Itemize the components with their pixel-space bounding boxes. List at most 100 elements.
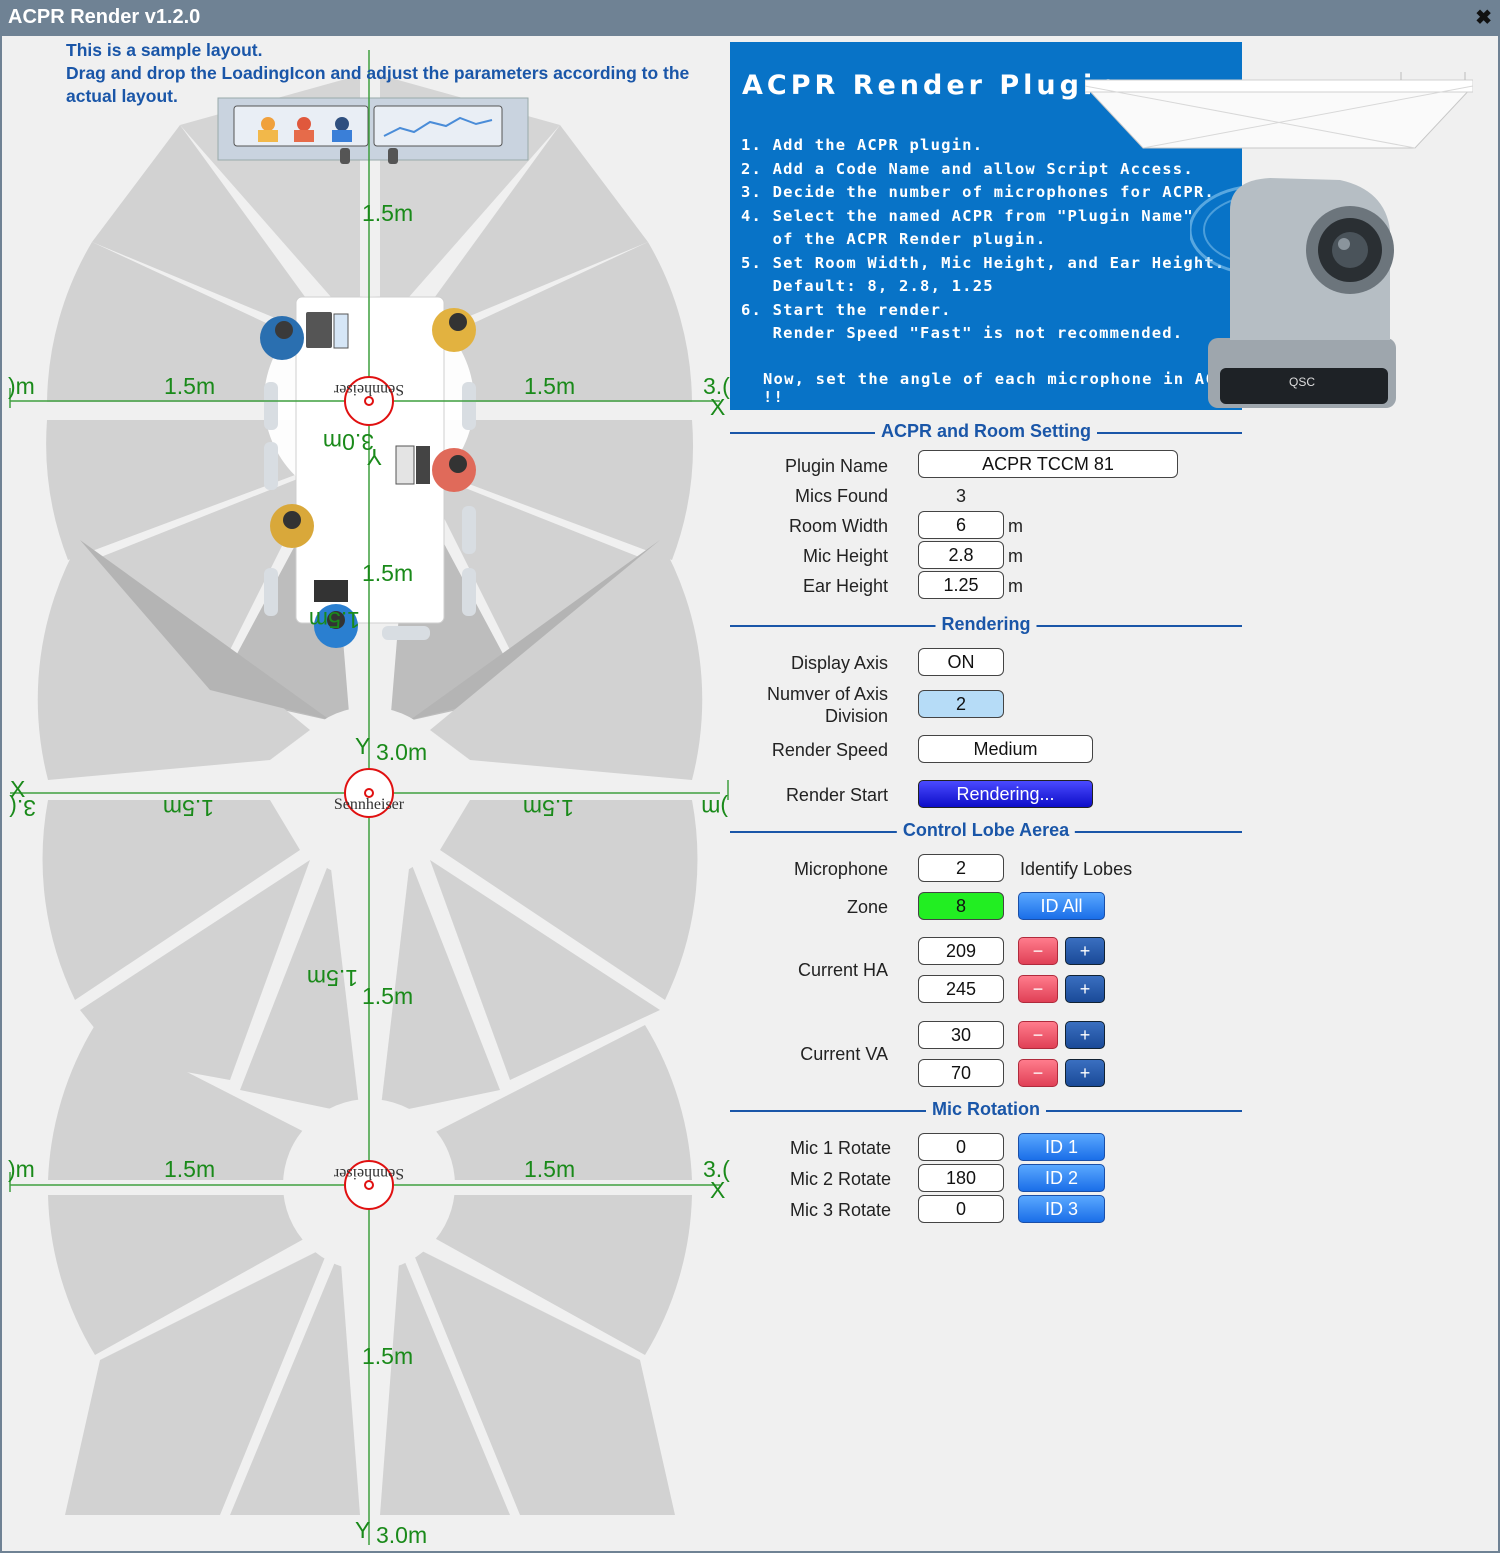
camera-brand: QSC <box>1289 375 1315 389</box>
banner-final-note: Now, set the angle of each microphone in… <box>763 370 1237 406</box>
ha-2-increment-button[interactable]: + <box>1065 975 1105 1003</box>
conference-table <box>260 296 476 648</box>
va-1-increment-button[interactable]: + <box>1065 1021 1105 1049</box>
id-2-button[interactable]: ID 2 <box>1018 1164 1105 1192</box>
axis-division-label: Numver of Axis Division <box>730 683 888 727</box>
ear-height-label: Ear Height <box>802 576 888 596</box>
va-field-1[interactable]: 30 <box>918 1021 1004 1049</box>
close-icon[interactable]: ✖ <box>1475 7 1492 29</box>
section-rendering-title: Rendering <box>935 614 1037 635</box>
axis-division-field[interactable]: 2 <box>918 690 1004 718</box>
axis-label: 3.0m <box>376 1522 427 1548</box>
axis-division-label-line-1: Numver of Axis <box>766 684 888 704</box>
section-rendering: Rendering <box>730 614 1242 638</box>
axis-y-label: Y <box>355 733 370 759</box>
mic-height-field[interactable]: 2.8 <box>918 541 1004 569</box>
axis-label: 1.5m <box>524 373 575 399</box>
section-room-setting: ACPR and Room Setting <box>730 421 1242 445</box>
section-control-lobe: Control Lobe Aerea <box>730 820 1242 844</box>
axis-label: 1.5m <box>164 1156 215 1182</box>
mic-1[interactable]: Sennheiser <box>333 376 404 426</box>
layout-note: This is a sample layout. Drag and drop t… <box>66 39 706 108</box>
plugin-name-label: Plugin Name <box>784 456 888 476</box>
axis-label: 1.5m <box>163 795 214 821</box>
zone-field[interactable]: 8 <box>918 892 1004 920</box>
axis-label: 1.5m <box>164 373 215 399</box>
axis-label: 1.5m <box>362 983 413 1009</box>
render-speed-select[interactable]: Medium <box>918 735 1093 763</box>
plugin-name-field[interactable]: ACPR TCCM 81 <box>918 450 1178 478</box>
section-room-setting-title: ACPR and Room Setting <box>875 421 1097 442</box>
ha-1-increment-button[interactable]: + <box>1065 937 1105 965</box>
display-axis-toggle[interactable]: ON <box>918 648 1004 676</box>
mic-3[interactable]: Sennheiser <box>333 1160 404 1210</box>
axis-label: 1.5m <box>362 1343 413 1369</box>
axis-y-label: Y <box>367 444 382 470</box>
display-screen <box>217 97 529 164</box>
mic-3-rotate-label: Mic 3 Rotate <box>789 1200 891 1220</box>
axis-label: 1.5m <box>309 607 360 633</box>
mic-2[interactable]: Sennheiser <box>334 768 405 818</box>
mic-height-unit: m <box>1008 546 1023 566</box>
render-start-label: Render Start <box>785 785 888 805</box>
note-line-2: Drag and drop the LoadingIcon and adjust… <box>66 63 690 106</box>
banner-title: ACPR Render Plugin <box>742 70 1120 101</box>
section-mic-rotation: Mic Rotation <box>730 1099 1242 1123</box>
room-width-unit: m <box>1008 516 1023 536</box>
va-field-2[interactable]: 70 <box>918 1059 1004 1087</box>
mic-2-brand: Sennheiser <box>334 796 405 813</box>
zone-label: Zone <box>846 897 888 917</box>
render-start-button[interactable]: Rendering... <box>918 780 1093 808</box>
room-width-field[interactable]: 6 <box>918 511 1004 539</box>
ear-height-field[interactable]: 1.25 <box>918 571 1004 599</box>
axis-division-label-line-2: Division <box>824 706 888 726</box>
mic-2-rotate-label: Mic 2 Rotate <box>789 1169 891 1189</box>
axis-label: 1.5m <box>524 1156 575 1182</box>
mic-2-rotate-field[interactable]: 180 <box>918 1164 1004 1192</box>
ha-field-2[interactable]: 245 <box>918 975 1004 1003</box>
axis-label: 3.( <box>703 373 730 399</box>
mic-1-rotate-field[interactable]: 0 <box>918 1133 1004 1161</box>
ha-2-decrement-button[interactable]: − <box>1018 975 1058 1003</box>
axis-y-label: Y <box>355 1517 370 1543</box>
va-2-increment-button[interactable]: + <box>1065 1059 1105 1087</box>
axis-label: 1.5m <box>362 200 413 226</box>
section-mic-rotation-title: Mic Rotation <box>926 1099 1046 1120</box>
axis-label: 3.0m <box>323 429 374 455</box>
title-bar: ACPR Render v1.2.0 ✖ <box>0 0 1500 36</box>
mic-height-label: Mic Height <box>802 546 888 566</box>
ear-height-unit: m <box>1008 576 1023 596</box>
axis-label: 3.0m <box>376 739 427 765</box>
mic-2-lobes <box>37 540 703 1115</box>
id-all-button[interactable]: ID All <box>1018 892 1105 920</box>
ha-1-decrement-button[interactable]: − <box>1018 937 1058 965</box>
axis-x-label: X <box>710 394 725 420</box>
id-3-button[interactable]: ID 3 <box>1018 1195 1105 1223</box>
microphone-label: Microphone <box>793 859 888 879</box>
window-title: ACPR Render v1.2.0 <box>8 6 201 28</box>
id-1-button[interactable]: ID 1 <box>1018 1133 1105 1161</box>
room-width-label: Room Width <box>788 516 888 536</box>
axis-label: )m <box>701 795 728 821</box>
mic-3-brand: Sennheiser <box>333 1165 404 1182</box>
identify-lobes-label: Identify Lobes <box>1020 859 1133 879</box>
va-1-decrement-button[interactable]: − <box>1018 1021 1058 1049</box>
axis-x-label: X <box>710 1177 725 1203</box>
microphone-field[interactable]: 2 <box>918 854 1004 882</box>
render-speed-label: Render Speed <box>771 740 888 760</box>
axis-x-label: X <box>10 776 25 802</box>
current-ha-label: Current HA <box>797 960 888 980</box>
mic-1-rotate-label: Mic 1 Rotate <box>789 1138 891 1158</box>
banner-steps: 1. Add the ACPR plugin. 2. Add a Code Na… <box>741 136 1226 342</box>
va-2-decrement-button[interactable]: − <box>1018 1059 1058 1087</box>
axis-label: )m <box>8 373 35 399</box>
note-line-1: This is a sample layout. <box>66 40 263 60</box>
mic-3-lobes <box>48 1025 692 1515</box>
ha-field-1[interactable]: 209 <box>918 937 1004 965</box>
axis-label: 3.( <box>703 1156 730 1182</box>
mics-found-value: 3 <box>955 486 966 506</box>
axis-label: 1.5m <box>362 560 413 586</box>
mic-1-brand: Sennheiser <box>333 381 404 398</box>
mic-3-rotate-field[interactable]: 0 <box>918 1195 1004 1223</box>
ceiling-mic-image <box>1085 72 1473 149</box>
